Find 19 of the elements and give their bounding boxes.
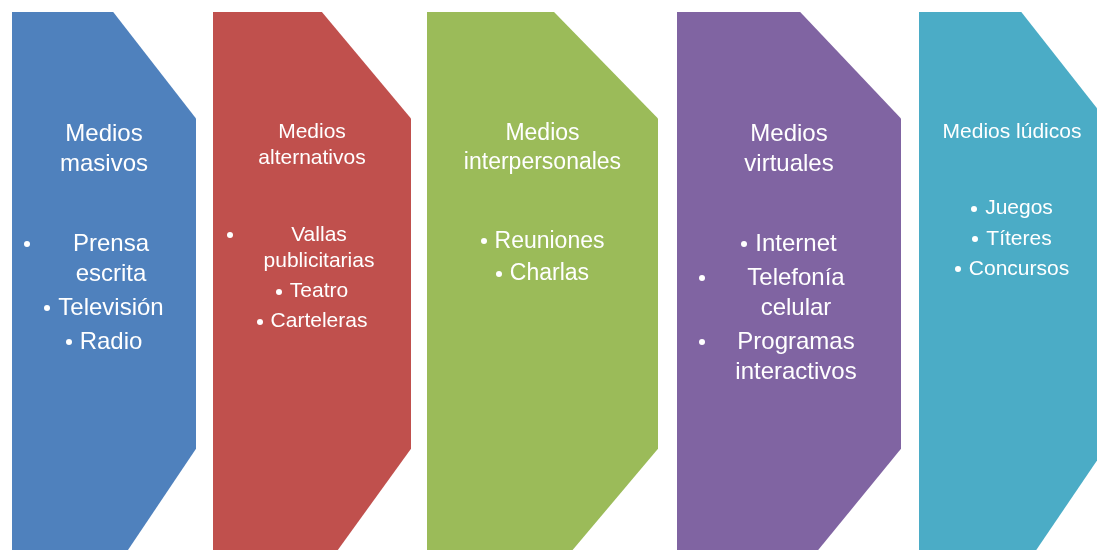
list-item: Televisión: [58, 292, 164, 322]
list-item: Programas interactivos: [734, 326, 858, 386]
list-item: Charlas: [509, 258, 590, 287]
list-item: Prensa escrita: [71, 228, 150, 288]
panel-heading: Medios interpersonales: [462, 118, 623, 176]
list-item: Carteleras: [270, 307, 368, 334]
list-item: Juegos: [985, 194, 1053, 221]
list-item: Títeres: [986, 224, 1052, 251]
panel-heading: Medios masivos: [59, 118, 149, 178]
list-item: Concursos: [968, 254, 1070, 281]
list-item: Teatro: [289, 277, 349, 303]
panel-heading: Medios virtuales: [743, 118, 835, 178]
list-item: Radio: [79, 326, 143, 356]
panel-heading: Medios lúdicos: [941, 118, 1083, 144]
panel-heading: Medios alternativos: [257, 118, 367, 171]
list-item: Telefonía celular: [746, 262, 846, 322]
list-item: Reuniones: [494, 225, 605, 255]
list-item: Vallas publicitarias: [262, 220, 376, 273]
list-item: Internet: [755, 228, 837, 258]
